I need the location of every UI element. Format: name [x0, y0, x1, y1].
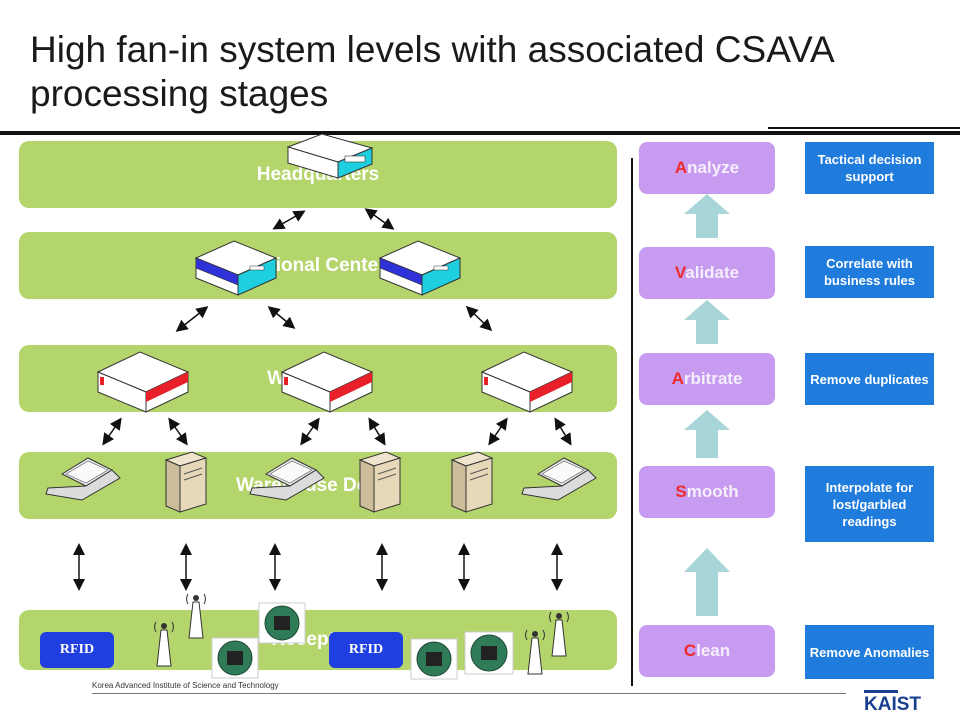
- rfid-reader-2: RFID: [329, 632, 403, 668]
- title-rule: [0, 131, 960, 135]
- stage-analyze: Analyze: [639, 142, 775, 194]
- vertical-divider: [631, 158, 633, 686]
- sensor-chip-icon-3: [410, 638, 458, 680]
- sensor-chip-icon-2: [211, 637, 259, 679]
- laptop-icon-1: [45, 457, 121, 501]
- process-flow-arrows: [684, 194, 730, 616]
- desc-analyze: Tactical decision support: [805, 142, 934, 194]
- desc-smooth: Interpolate for lost/garbled readings: [805, 466, 934, 542]
- stage-arbitrate: Arbitrate: [639, 353, 775, 405]
- title-rule-thin: [768, 127, 960, 129]
- desc-arbitrate: Remove duplicates: [805, 353, 934, 405]
- antenna-icon-4: [549, 611, 569, 657]
- server-icon-2: [358, 451, 402, 513]
- warehouse-icon-2: [280, 351, 374, 413]
- footer-institution: Korea Advanced Institute of Science and …: [92, 681, 279, 690]
- sensor-chip-icon-4: [464, 631, 514, 675]
- server-icon-3: [450, 451, 494, 513]
- level-regional-centers: Regional Centers: [19, 232, 617, 299]
- footer-rule: [92, 693, 846, 694]
- server-icon-1: [164, 451, 208, 513]
- antenna-icon-1: [154, 621, 174, 667]
- desc-validate: Correlate with business rules: [805, 246, 934, 298]
- warehouse-icon-1: [96, 351, 190, 413]
- stage-smooth: Smooth: [639, 466, 775, 518]
- antenna-icon-2: [186, 593, 206, 639]
- svg-text:KAIST: KAIST: [864, 694, 921, 712]
- kaist-logo: KAIST: [864, 690, 921, 712]
- slide-title: High fan-in system levels with associate…: [30, 29, 833, 114]
- stage-clean: Clean: [639, 625, 775, 677]
- rfid-reader-1: RFID: [40, 632, 114, 668]
- sensor-chip-icon-1: [258, 602, 306, 644]
- connector-arrows: [73, 208, 572, 591]
- headquarters-building-icon: [286, 133, 374, 179]
- desc-clean: Remove Anomalies: [805, 625, 934, 679]
- stage-validate: Validate: [639, 247, 775, 299]
- regional-center-icon-1: [194, 240, 278, 296]
- regional-center-icon-2: [378, 240, 462, 296]
- laptop-icon-3: [521, 457, 597, 501]
- laptop-icon-2: [249, 457, 325, 501]
- antenna-icon-3: [525, 629, 545, 675]
- warehouse-icon-3: [480, 351, 574, 413]
